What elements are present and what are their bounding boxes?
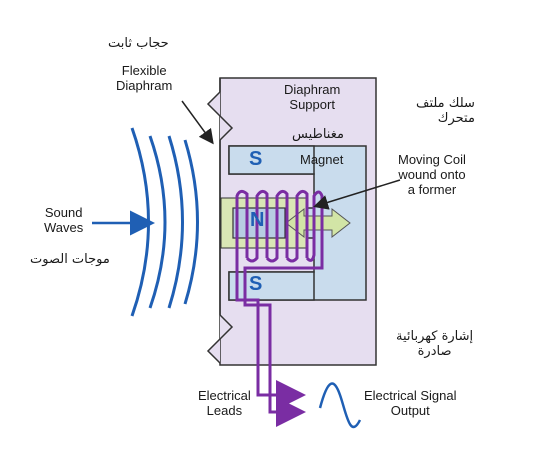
- label-diaphragm-support: Diaphram Support: [284, 82, 341, 112]
- label-flexible-diaphragm: Flexible Diaphram: [116, 63, 173, 93]
- magnet-bottom-pole: [228, 271, 315, 301]
- coil-pointer: [313, 179, 401, 210]
- label-magnet-ar: مغناطيس: [292, 127, 344, 142]
- label-magnet: Magnet: [300, 152, 344, 167]
- label-electrical-leads: Electrical Leads: [198, 388, 251, 418]
- pole-middle-label: N: [250, 209, 265, 231]
- sound-waves: [130, 127, 199, 317]
- movement-arrow-icon: [285, 207, 351, 239]
- label-moving-coil: Moving Coil wound onto a former: [398, 152, 466, 197]
- magnet-top-pole: [228, 145, 315, 175]
- diaphragm-pointer: [181, 100, 214, 145]
- label-electrical-signal-output: Electrical Signal Output: [364, 388, 457, 418]
- label-sound-waves: Sound Waves: [44, 205, 84, 235]
- pole-top-label: S: [249, 148, 263, 170]
- signal-sine-icon: [318, 382, 362, 429]
- electrical-leads: [235, 258, 324, 427]
- pole-bottom-label: S: [249, 273, 263, 295]
- label-signal-output-ar: إشارة كهربائية صادرة: [396, 329, 474, 359]
- label-sound-waves-ar: موجات الصوت: [30, 252, 110, 267]
- label-moving-coil-ar: سلك ملتف متحرك: [416, 96, 475, 126]
- label-flexible-diaphragm-ar: حجاب ثابت: [108, 36, 169, 51]
- flexible-diaphragm: [206, 78, 234, 364]
